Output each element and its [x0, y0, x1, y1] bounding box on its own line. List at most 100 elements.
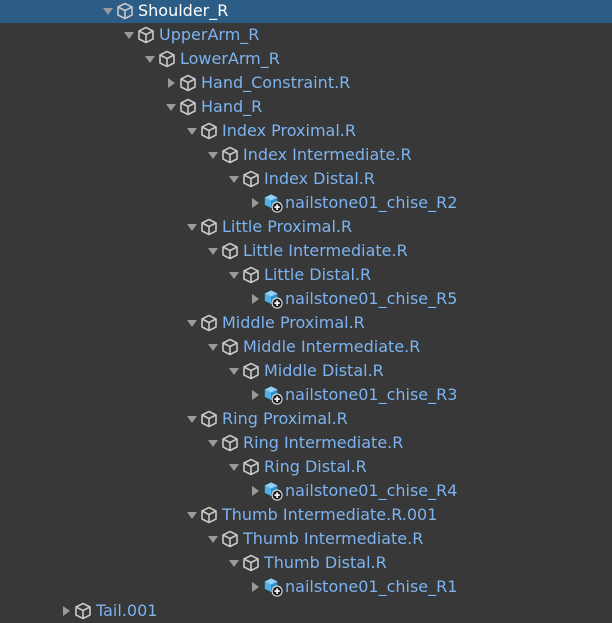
hierarchy-row[interactable]: Ring Proximal.R: [0, 407, 612, 431]
hierarchy-row[interactable]: Shoulder_R: [0, 0, 612, 23]
hierarchy-item-label: Thumb Distal.R: [264, 553, 387, 572]
gameobject-icon: [200, 215, 220, 239]
hierarchy-row[interactable]: Index Intermediate.R: [0, 143, 612, 167]
prefab-add-icon: [263, 191, 283, 215]
expanded-arrow-icon[interactable]: [184, 503, 200, 527]
expanded-arrow-icon[interactable]: [226, 359, 242, 383]
collapsed-arrow-icon[interactable]: [247, 287, 263, 311]
gameobject-icon: [242, 359, 262, 383]
hierarchy-row[interactable]: Middle Intermediate.R: [0, 335, 612, 359]
expanded-arrow-icon[interactable]: [184, 311, 200, 335]
expanded-arrow-icon[interactable]: [184, 407, 200, 431]
gameobject-icon: [74, 599, 94, 623]
hierarchy-item-label: Middle Distal.R: [264, 361, 384, 380]
hierarchy-item-label: Ring Proximal.R: [222, 409, 348, 428]
gameobject-icon: [200, 503, 220, 527]
hierarchy-item-label: LowerArm_R: [180, 49, 280, 68]
collapsed-arrow-icon[interactable]: [247, 575, 263, 599]
gameobject-icon: [200, 407, 220, 431]
gameobject-icon: [179, 95, 199, 119]
collapsed-arrow-icon[interactable]: [247, 191, 263, 215]
expanded-arrow-icon[interactable]: [205, 335, 221, 359]
hierarchy-item-label: Hand_Constraint.R: [201, 73, 351, 92]
collapsed-arrow-icon[interactable]: [163, 71, 179, 95]
expanded-arrow-icon[interactable]: [121, 23, 137, 47]
hierarchy-item-label: nailstone01_chise_R1: [285, 577, 458, 596]
hierarchy-row[interactable]: Ring Intermediate.R: [0, 431, 612, 455]
collapsed-arrow-icon[interactable]: [58, 599, 74, 623]
hierarchy-item-label: Index Intermediate.R: [243, 145, 412, 164]
gameobject-icon: [200, 311, 220, 335]
hierarchy-item-label: Little Distal.R: [264, 265, 372, 284]
gameobject-icon: [221, 335, 241, 359]
gameobject-icon: [221, 527, 241, 551]
hierarchy-item-label: Hand_R: [201, 97, 263, 116]
expanded-arrow-icon[interactable]: [205, 143, 221, 167]
expanded-arrow-icon[interactable]: [142, 47, 158, 71]
gameobject-icon: [242, 167, 262, 191]
expanded-arrow-icon[interactable]: [184, 215, 200, 239]
hierarchy-item-label: Ring Intermediate.R: [243, 433, 404, 452]
hierarchy-row[interactable]: Middle Proximal.R: [0, 311, 612, 335]
expanded-arrow-icon[interactable]: [184, 119, 200, 143]
hierarchy-row[interactable]: nailstone01_chise_R4: [0, 479, 612, 503]
hierarchy-item-label: Little Proximal.R: [222, 217, 353, 236]
hierarchy-row[interactable]: Thumb Intermediate.R.001: [0, 503, 612, 527]
hierarchy-row[interactable]: Thumb Intermediate.R: [0, 527, 612, 551]
hierarchy-item-label: Thumb Intermediate.R.001: [222, 505, 438, 524]
hierarchy-row[interactable]: Little Intermediate.R: [0, 239, 612, 263]
expanded-arrow-icon[interactable]: [205, 527, 221, 551]
hierarchy-row[interactable]: LowerArm_R: [0, 47, 612, 71]
hierarchy-row[interactable]: Middle Distal.R: [0, 359, 612, 383]
gameobject-icon: [242, 455, 262, 479]
hierarchy-item-label: Shoulder_R: [138, 1, 229, 20]
gameobject-icon: [158, 47, 178, 71]
hierarchy-item-label: Thumb Intermediate.R: [243, 529, 424, 548]
collapsed-arrow-icon[interactable]: [247, 383, 263, 407]
expanded-arrow-icon[interactable]: [226, 455, 242, 479]
hierarchy-row[interactable]: nailstone01_chise_R2: [0, 191, 612, 215]
hierarchy-row[interactable]: nailstone01_chise_R1: [0, 575, 612, 599]
hierarchy-row[interactable]: Tail.001: [0, 599, 612, 623]
prefab-add-icon: [263, 575, 283, 599]
gameobject-icon: [179, 71, 199, 95]
expanded-arrow-icon[interactable]: [226, 551, 242, 575]
hierarchy-row[interactable]: Index Distal.R: [0, 167, 612, 191]
hierarchy-item-label: Index Proximal.R: [222, 121, 356, 140]
expanded-arrow-icon[interactable]: [226, 167, 242, 191]
hierarchy-row[interactable]: Thumb Distal.R: [0, 551, 612, 575]
hierarchy-row[interactable]: nailstone01_chise_R3: [0, 383, 612, 407]
gameobject-icon: [137, 23, 157, 47]
hierarchy-item-label: Middle Intermediate.R: [243, 337, 421, 356]
hierarchy-row[interactable]: Little Distal.R: [0, 263, 612, 287]
hierarchy-row[interactable]: UpperArm_R: [0, 23, 612, 47]
hierarchy-row[interactable]: Index Proximal.R: [0, 119, 612, 143]
hierarchy-item-label: Little Intermediate.R: [243, 241, 408, 260]
hierarchy-row[interactable]: Little Proximal.R: [0, 215, 612, 239]
hierarchy-row[interactable]: Hand_R: [0, 95, 612, 119]
hierarchy-item-label: nailstone01_chise_R3: [285, 385, 458, 404]
expanded-arrow-icon[interactable]: [163, 95, 179, 119]
expanded-arrow-icon[interactable]: [100, 0, 116, 23]
prefab-add-icon: [263, 287, 283, 311]
hierarchy-item-label: Index Distal.R: [264, 169, 375, 188]
hierarchy-row[interactable]: Hand_Constraint.R: [0, 71, 612, 95]
hierarchy-row[interactable]: Ring Distal.R: [0, 455, 612, 479]
hierarchy-item-label: Middle Proximal.R: [222, 313, 365, 332]
collapsed-arrow-icon[interactable]: [247, 479, 263, 503]
expanded-arrow-icon[interactable]: [205, 239, 221, 263]
hierarchy-item-label: nailstone01_chise_R5: [285, 289, 458, 308]
hierarchy-row[interactable]: nailstone01_chise_R5: [0, 287, 612, 311]
hierarchy-item-label: nailstone01_chise_R4: [285, 481, 458, 500]
hierarchy-item-label: Ring Distal.R: [264, 457, 367, 476]
gameobject-icon: [242, 551, 262, 575]
expanded-arrow-icon[interactable]: [226, 263, 242, 287]
gameobject-icon: [221, 431, 241, 455]
gameobject-icon: [200, 119, 220, 143]
prefab-add-icon: [263, 479, 283, 503]
gameobject-icon: [221, 239, 241, 263]
expanded-arrow-icon[interactable]: [205, 431, 221, 455]
prefab-add-icon: [263, 383, 283, 407]
hierarchy-item-label: Tail.001: [96, 601, 158, 620]
